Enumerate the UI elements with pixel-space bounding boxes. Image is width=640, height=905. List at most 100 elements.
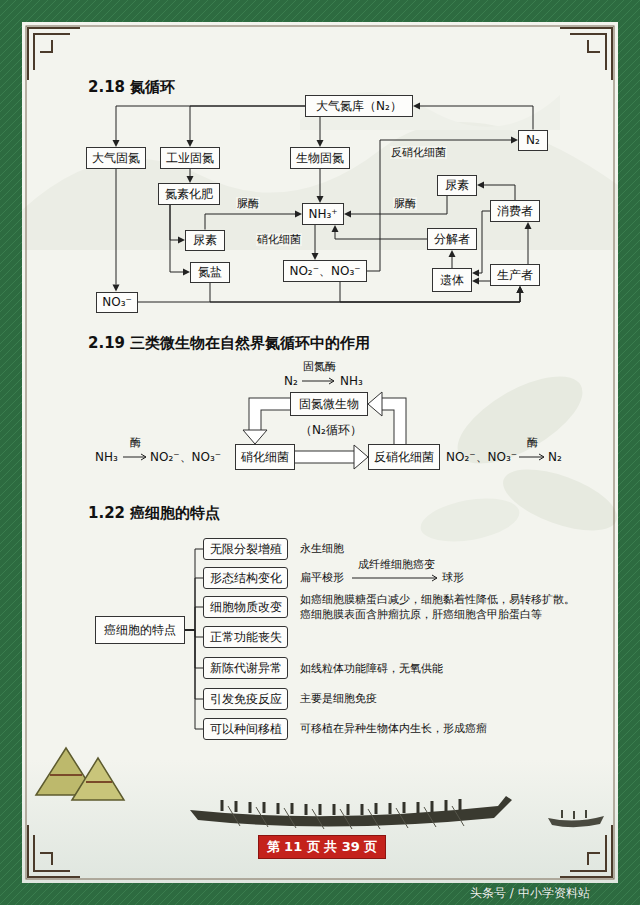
dragon-boat	[190, 796, 512, 827]
connector	[449, 250, 456, 268]
feature-box: 无限分裂增殖	[203, 538, 288, 560]
node-text: 正常功能丧失	[210, 630, 282, 644]
node-text: NO₂⁻、NO₃⁻	[289, 264, 360, 278]
process-box: NO₂⁻、NO₃⁻	[283, 260, 367, 282]
node-text: 分解者	[434, 232, 470, 246]
node-text: 遗体	[440, 273, 464, 287]
connector	[317, 169, 324, 203]
annotation: 如癌细胞膜糖蛋白减少，细胞黏着性降低，易转移扩散。	[300, 593, 575, 606]
arrow-head	[178, 237, 185, 244]
connector	[413, 103, 533, 130]
process-box: 氮素化肥	[158, 183, 220, 205]
feature-box: 引发免疫反应	[203, 688, 288, 710]
arrow-head	[477, 182, 484, 189]
connector-line	[138, 293, 520, 302]
edge-label: 脲酶	[236, 197, 260, 210]
feature-box: 细胞物质改变	[203, 596, 288, 618]
connector	[185, 549, 203, 630]
node-text: NO₃⁻	[102, 295, 132, 309]
enzyme-label: 酶	[527, 436, 538, 449]
connector-line	[351, 196, 447, 215]
arrow-head	[525, 222, 532, 229]
zongzi	[72, 758, 124, 800]
connector-line	[116, 169, 117, 285]
hollow-arrow	[295, 445, 368, 469]
connector-line	[185, 630, 203, 668]
node-text: 细胞物质改变	[210, 600, 282, 614]
arrow-fill	[382, 404, 400, 444]
node-text: 硝化细菌	[241, 450, 289, 464]
annotation: 如线粒体功能障碍，无氧供能	[300, 662, 443, 675]
annotation: 癌细胞膜表面含肿瘤抗原，肝癌细胞含甲胎蛋白等	[300, 608, 542, 621]
process-box: 氮盐	[190, 262, 230, 283]
arrow-head	[187, 140, 194, 147]
edge-label: 硝化细菌	[256, 233, 302, 246]
connector	[185, 630, 203, 699]
connector-line	[320, 169, 321, 196]
formula-text: NH₃	[95, 450, 118, 464]
arrow-head	[332, 225, 339, 232]
feature-box: 新陈代谢异常	[203, 657, 288, 679]
connector-line	[185, 630, 203, 637]
node-text: 可以种间移植	[210, 722, 282, 736]
node-text: 消费者	[497, 204, 533, 218]
arrow-head	[317, 196, 324, 203]
arrow-head	[511, 137, 518, 144]
formula-text: NH₃	[340, 374, 363, 388]
process-box: 固氮微生物	[290, 392, 368, 416]
arrow-head	[517, 286, 524, 293]
boat-paddles	[228, 806, 464, 829]
process-box: 生产者	[490, 264, 540, 286]
connector-line	[528, 229, 529, 264]
connector	[312, 225, 319, 260]
annotation: 扁平梭形	[300, 571, 344, 584]
node-text: 反硝化细菌	[374, 450, 434, 464]
node-text: N₂	[526, 133, 540, 147]
page-number-box: 第 11 页 共 39 页	[258, 835, 386, 859]
connector	[525, 222, 532, 264]
connector-line	[185, 630, 203, 699]
node-text: 无限分裂增殖	[210, 542, 282, 556]
arrow-head	[113, 140, 120, 147]
process-box: 遗体	[432, 268, 472, 292]
connector	[332, 225, 428, 239]
arrow-head	[472, 278, 479, 285]
connector-line	[484, 185, 515, 200]
faint-mountains	[22, 122, 618, 250]
node-text: NH₃⁺	[308, 207, 337, 221]
connector-line	[315, 225, 316, 253]
section-heading: 2.19 三类微生物在自然界氮循环中的作用	[88, 334, 370, 352]
arrow-head	[368, 392, 382, 416]
process-box: 反硝化细菌	[368, 444, 440, 470]
arrow-outline	[255, 404, 290, 430]
arrow-head	[344, 211, 351, 218]
node-text: 氮盐	[198, 265, 222, 279]
arrow-outline	[295, 451, 354, 464]
arrow-head	[317, 140, 324, 147]
formula-text: N₂	[548, 450, 562, 464]
arrow-head	[243, 430, 267, 444]
reaction-arrow	[519, 454, 544, 460]
connector-line	[185, 578, 203, 630]
connector-line	[170, 205, 178, 240]
connector	[170, 205, 185, 244]
formula-text: N₂	[284, 374, 298, 388]
process-box: NO₃⁻	[96, 292, 138, 313]
node-text: 癌细胞的特点	[104, 623, 176, 637]
connector-line	[185, 607, 203, 630]
connector	[113, 106, 306, 147]
process-box: 大气氮库（N₂）	[305, 95, 413, 117]
frame-line	[26, 26, 614, 879]
node-text: 形态结构变化	[210, 571, 282, 585]
edge-label: 脲酶	[393, 197, 417, 210]
process-box: 大气固氮	[86, 147, 146, 169]
annotation: 永生细胞	[300, 542, 344, 555]
connector-line	[479, 211, 490, 273]
connector-line	[452, 257, 453, 268]
connector	[187, 106, 306, 147]
enzyme-label: 酶	[130, 436, 141, 449]
connector-line	[116, 106, 305, 140]
arrow-outline	[382, 404, 400, 444]
